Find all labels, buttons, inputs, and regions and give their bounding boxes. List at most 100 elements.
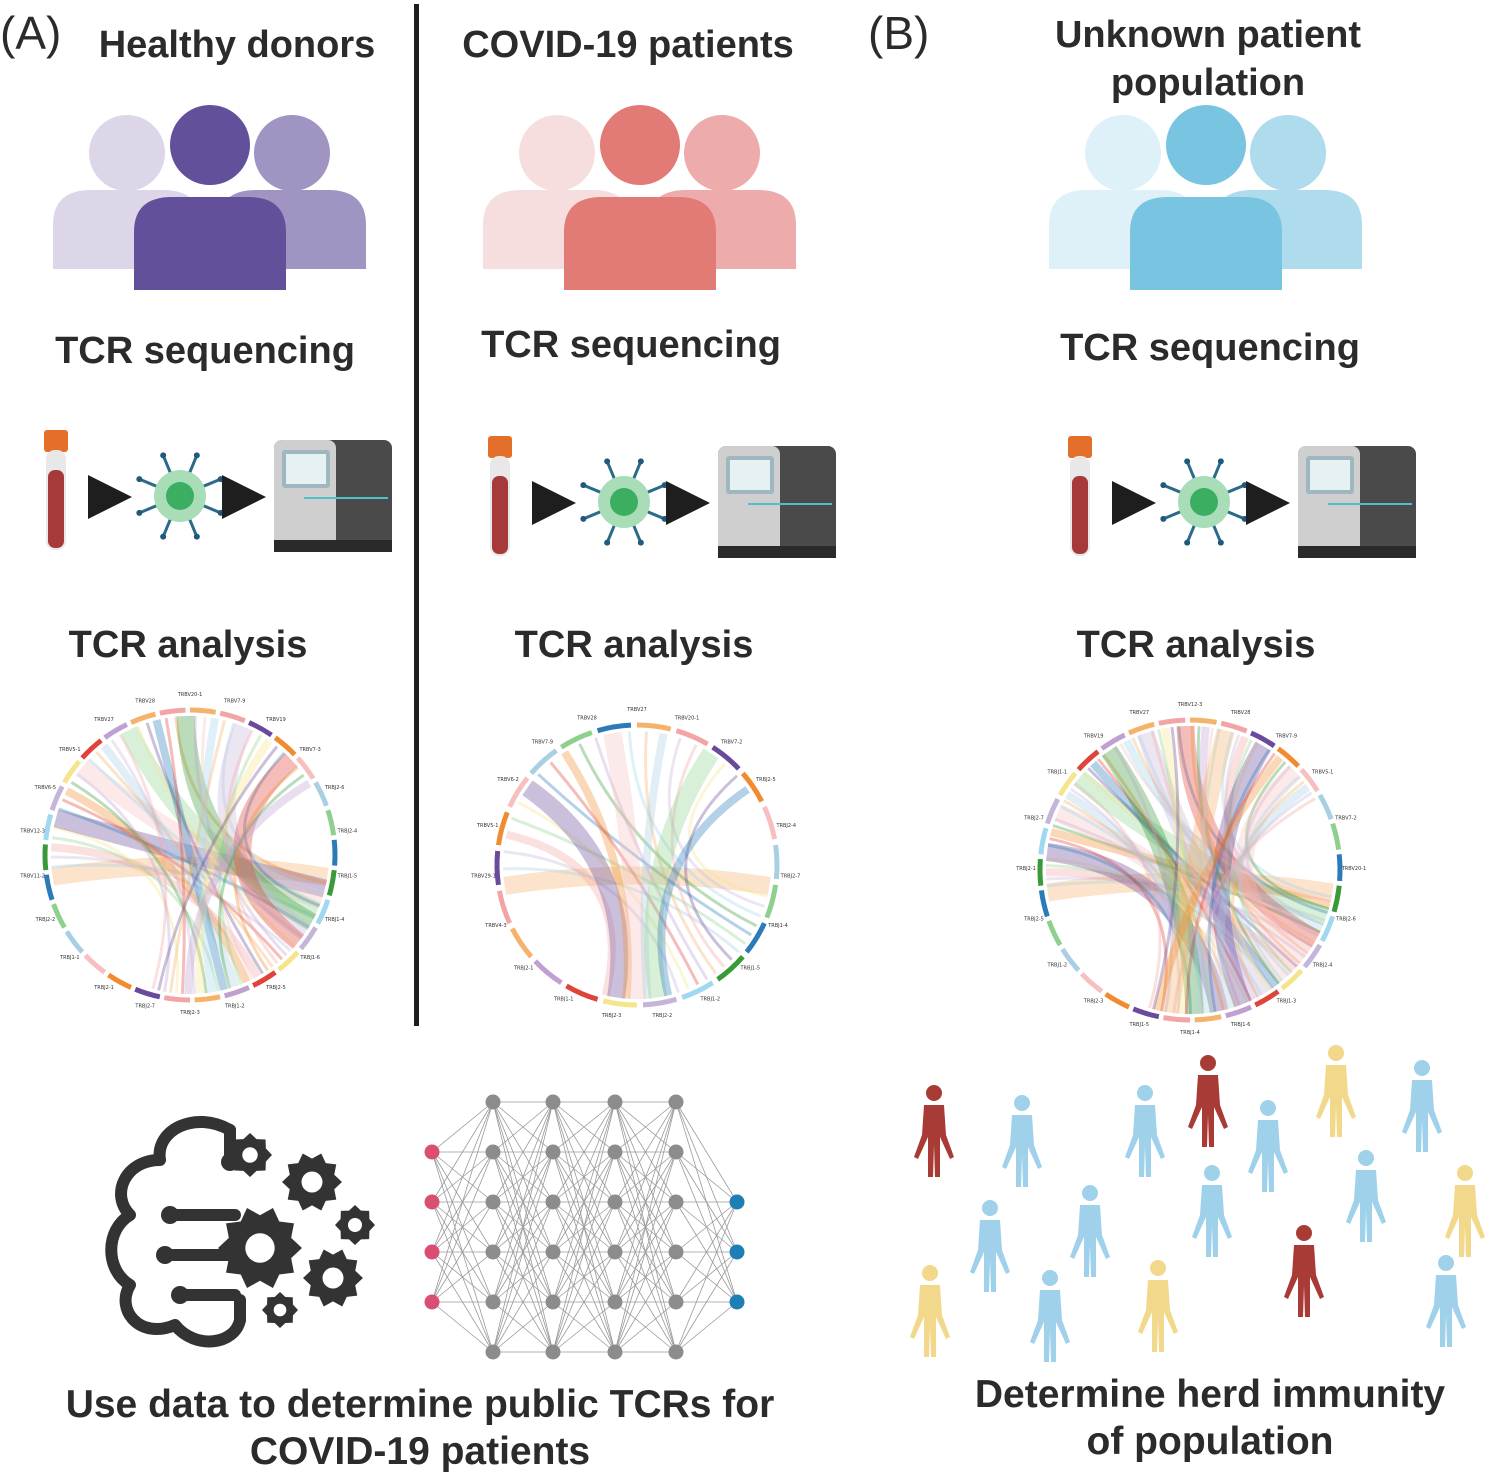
chord-label: TRBJ1-5 [337,874,358,880]
chord-label: TRBJ2-5 [265,985,286,991]
nn-node [545,1144,561,1160]
blood-tube-icon [1068,436,1092,556]
human-figure-icon [1316,1045,1356,1137]
panel-divider [414,4,419,1026]
nn-node [668,1344,684,1360]
unknown-tcr-analysis-label: TCR analysis [1076,624,1316,666]
chord-label: TRBV7-9 [223,698,245,704]
chord-label: TRBV20-1 [177,692,203,698]
chord-label: TRBJ1-4 [324,917,345,923]
unknown-tcr-sequencing-label: TCR sequencing [1060,327,1360,369]
human-figure-icon [1248,1100,1288,1192]
chord-label: TRBJ2-2 [652,1013,673,1019]
chord-label: TRBJ2-7 [134,1004,155,1010]
arrow-icon [1246,481,1290,525]
chord-label: TRBV27 [1129,710,1150,716]
arrow-icon [222,475,266,519]
healthy-donors-people-icon [53,105,366,290]
chord-label: TRBJ2-6 [324,785,345,791]
human-figure-icon [1002,1095,1042,1187]
gear-icon [228,1133,272,1177]
chord-label: TRBJ2-1 [93,985,114,991]
chord-label: TRBJ1-2 [224,1004,245,1010]
chord-label: TRBV5-1 [1311,770,1333,776]
human-figure-icon [914,1085,954,1177]
chord-label: TRBJ1-1 [553,996,574,1002]
chord-label: TRBV5-1 [58,747,80,753]
nn-node [729,1194,745,1210]
chord-label: TRBJ2-3 [601,1013,622,1019]
person-center-icon [1130,105,1282,290]
nn-node [607,1244,623,1260]
gear-icon [303,1249,363,1307]
chord-label: TRBJ1-1 [1047,770,1068,776]
chord-label: TRBJ2-2 [35,917,56,923]
brain-gears-icon [105,1115,375,1348]
blood-tube-icon [44,430,68,550]
human-figure-icon [1445,1165,1485,1257]
human-figure-icon [1426,1255,1466,1347]
chord-label: TRBJ2-3 [179,1010,200,1016]
chord-label: TRBV11-2 [19,874,45,880]
nn-node [424,1244,440,1260]
covid-patients-people-icon [483,105,796,290]
chord-label: TRBJ1-6 [1230,1022,1251,1028]
panel-b-label: (B) [868,7,930,59]
unknown-chord-diagram: TRBV12-3TRBV28TRBV7-9TRBV5-1TRBV7-2TRBV2… [1015,702,1366,1036]
chord-label: TRBJ1-5 [1129,1022,1150,1028]
chord-label: TRBV29-1 [470,874,496,880]
unknown-population-people-icon [1049,105,1362,290]
chord-label: TRBV7-9 [531,739,553,745]
blood-tube-icon [488,436,512,556]
chord-label: TRBJ1-4 [767,923,788,929]
unknown-population-title: Unknown patient population [1054,14,1362,104]
chord-label: TRBV12-3 [1177,702,1203,708]
nn-node [668,1294,684,1310]
sequencer-icon [1298,446,1416,558]
nn-node [545,1294,561,1310]
gear-icon [335,1205,375,1245]
chord-label: TRBV7-2 [1334,815,1356,821]
chord-label: TRBV28 [576,715,597,721]
arrow-icon [532,481,576,525]
nn-node [668,1244,684,1260]
nn-node [729,1294,745,1310]
nn-node [545,1344,561,1360]
human-figure-icon [1402,1060,1442,1152]
sequencer-icon [718,446,836,558]
arrow-icon [88,475,132,519]
person-center-icon [564,105,716,290]
chord-label: TRBJ2-1 [1015,866,1036,872]
chord-label: TRBV28 [1230,710,1251,716]
chord-label: TRBJ1-2 [699,996,720,1002]
nn-node [668,1144,684,1160]
nn-node [485,1094,501,1110]
chord-label: TRBV6-5 [34,785,56,791]
nn-node [485,1194,501,1210]
nn-node [607,1194,623,1210]
healthy-tcr-sequencing-label: TCR sequencing [55,330,355,372]
chord-label: TRBV20-1 [1341,866,1367,872]
chord-label: TRBV6-2 [496,777,518,783]
human-figure-icon [1192,1165,1232,1257]
human-figure-icon [970,1200,1010,1292]
population-figures [910,1045,1485,1362]
gear-icon [262,1292,298,1328]
nn-node [607,1294,623,1310]
nn-node [545,1094,561,1110]
nn-node [424,1294,440,1310]
panel-a-caption: Use data to determine public TCRs for CO… [65,1383,775,1473]
healthy-chord-diagram: TRBV20-1TRBV7-9TRBV19TRBV7-3TRBJ2-6TRBJ2… [19,692,358,1016]
chord-label: TRBJ2-7 [780,874,801,880]
chord-label: TRBJ1-2 [1047,962,1068,968]
chord-label: TRBJ1-5 [739,965,760,971]
nn-node [607,1144,623,1160]
neural-network-diagram [424,1094,745,1360]
human-figure-icon [1030,1270,1070,1362]
nn-node [485,1244,501,1260]
chord-label: TRBJ2-6 [1335,917,1356,923]
unknown-sequencing-pipeline [1068,436,1416,558]
human-figure-icon [1125,1085,1165,1177]
arrow-icon [1112,481,1156,525]
chord-label: TRBJ1-1 [59,955,80,961]
